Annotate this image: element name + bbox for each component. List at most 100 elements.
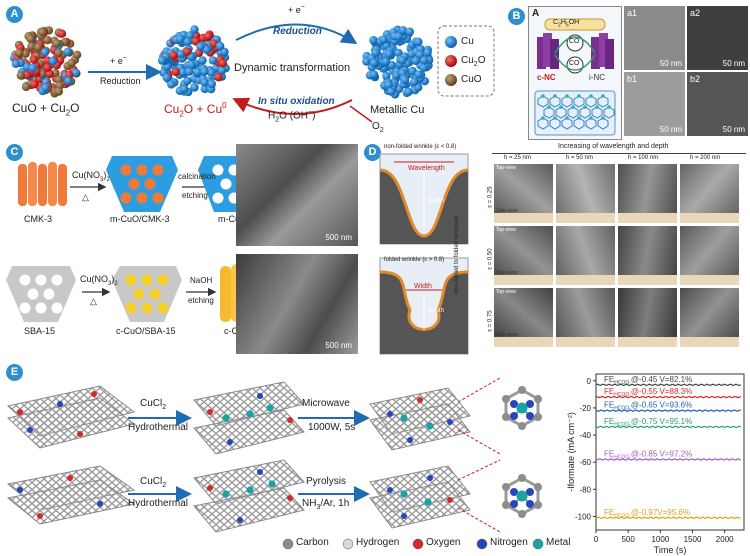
tile-label: b2 xyxy=(690,74,701,84)
grid-row-label: ε = 0.50 xyxy=(487,248,494,270)
grid-row-label: ε = 0.75 xyxy=(487,310,494,332)
x-tick-label: 500 xyxy=(621,535,635,544)
panel-c-label: C xyxy=(6,144,23,161)
panel-b-label: B xyxy=(508,8,525,25)
top-step2b-e: 1000W, 5s xyxy=(308,422,356,433)
cu2o-cu-particle xyxy=(157,25,230,97)
top-step2a-e: Microwave xyxy=(302,398,350,409)
m-cuo-cmk3-label: m-CuO/CMK-3 xyxy=(110,214,170,224)
grid-column-header: h = 200 nm xyxy=(690,155,721,161)
x-tick-label: 1500 xyxy=(684,535,702,544)
dynamic-label: Dynamic transformation xyxy=(234,62,351,74)
panel-e-graphic xyxy=(6,377,544,550)
series-label: FEHCOO-@-0.55 V=88.3% xyxy=(604,387,692,398)
panel-a: A Cu Cu2O CuO CuO + Cu2O + e− Reduction … xyxy=(0,0,500,140)
scale-bar: 50 nm xyxy=(722,59,745,68)
sba15-label: SBA-15 xyxy=(24,326,56,336)
co-bottom: CO xyxy=(569,60,580,67)
panel-c: C CMK-3 Cu(NO3)2 △ m-CuO/CMK-3 calcinati… xyxy=(0,140,360,360)
top-reagent-e: CuCl2 xyxy=(140,398,167,411)
bottom-reagent: Cu(NO3)2 xyxy=(80,274,118,287)
series-label: FEHCOO-@-0.65 V=93.6% xyxy=(604,401,692,412)
wrinkle-sem-cell xyxy=(618,164,677,223)
tem-a1: a1 50 nm xyxy=(624,6,685,70)
wrinkle-sem-cell xyxy=(556,288,615,347)
graphene-sheet xyxy=(193,487,305,533)
depth-label: Depth xyxy=(428,198,445,204)
cuo-cu2o-caption: CuO + Cu2O xyxy=(12,101,80,118)
scale-bar: 500 nm xyxy=(325,233,352,242)
top-view-label: Top-view xyxy=(496,289,516,295)
i-nc-label: i-NC xyxy=(589,73,605,82)
panel-a-label: A xyxy=(6,6,23,23)
reduction-charge: + e− xyxy=(110,55,127,66)
grid-column-header: h = 25 nm xyxy=(504,155,531,161)
series-label: FEHCOO-@-0.85 V=97.2% xyxy=(604,449,692,460)
side-view-label: Side-view xyxy=(496,270,518,276)
m-cuo-label: m-CuO xyxy=(218,214,247,224)
cuo-cu2o-particle xyxy=(10,26,82,98)
legend-cu: Cu xyxy=(461,36,474,47)
atomic-zoom-top xyxy=(502,386,542,430)
grid-column-header: h = 100 nm xyxy=(628,155,659,161)
cmk3-rods xyxy=(18,162,67,206)
series-line xyxy=(595,383,742,387)
reduction-arc xyxy=(235,23,358,45)
y-tick-label: -100 xyxy=(575,512,592,521)
legend-cuo: CuO xyxy=(461,74,482,85)
cmk3-label: CMK-3 xyxy=(24,214,53,224)
bottom-reagent-e: CuCl2 xyxy=(140,476,167,489)
series-label: FEHCOO-@-0.75 V=95.1% xyxy=(604,417,692,428)
series-line xyxy=(595,458,742,461)
scale-bar: 500 nm xyxy=(325,341,352,350)
atom-legend xyxy=(282,538,544,550)
sba15-shape xyxy=(6,266,76,322)
mechanism-graphic xyxy=(534,18,616,136)
panel-e-label: E xyxy=(6,364,23,381)
wavelength-label: Wavelength xyxy=(408,165,445,172)
panel-b: B A C2H5OH CO CO c-NC i-NC a1 50 nm a2 5… xyxy=(504,0,750,140)
metallic-label: Metallic Cu xyxy=(370,104,425,116)
o2-label: O2 xyxy=(372,121,384,134)
wrinkle-sem-cell xyxy=(680,226,739,285)
bottom-heat: △ xyxy=(90,296,97,306)
scale-bar: 50 nm xyxy=(722,125,745,134)
graphene-sheet xyxy=(6,479,136,525)
legend-nitrogen: Nitrogen xyxy=(490,537,528,548)
depth-label-2: Depth xyxy=(428,308,445,314)
graphene-sheet xyxy=(193,381,305,427)
reduction-label: Reduction xyxy=(100,76,141,86)
y-tick-label: -80 xyxy=(579,485,591,494)
bottom-step2b-e: NH3/Ar, 1h xyxy=(302,498,350,511)
scale-bar: 50 nm xyxy=(659,59,682,68)
wrinkle-sem-cell xyxy=(556,164,615,223)
water-label: H2O (OH−) xyxy=(268,109,316,124)
arc-top-charge: + e− xyxy=(288,4,305,15)
wrinkle-sem-cell xyxy=(618,288,677,347)
grid-column-header: h = 50 nm xyxy=(566,155,593,161)
wrinkle-sem-cell xyxy=(556,226,615,285)
side-view-label: Side-view xyxy=(496,208,518,214)
series-line xyxy=(595,516,741,520)
graphene-sheet xyxy=(369,481,471,529)
series-label: FEHCOO-@-0.45 V=82.1% xyxy=(604,375,692,386)
scale-bar: 50 nm xyxy=(659,125,682,134)
panel-d: D non-folded wrinkle (ε < 0.8) Wavelengt… xyxy=(362,140,750,358)
y-tick-label: -60 xyxy=(579,458,591,467)
o2-arrow xyxy=(349,105,373,123)
panel-e: E CuCl2 Hy xyxy=(0,360,750,556)
legend-hydrogen: Hydrogen xyxy=(356,537,400,548)
legend-box xyxy=(437,25,495,97)
bottom-step-a: NaOH xyxy=(190,276,213,285)
x-tick-label: 2000 xyxy=(716,535,734,544)
arc-bottom-label: In situ oxidation xyxy=(258,96,335,107)
grid-row-label: ε = 0.25 xyxy=(487,186,494,208)
series-label: FEHCOO-@-0.97V=95.6% xyxy=(604,508,690,519)
top-heat: △ xyxy=(82,192,89,202)
top-step1-e: Hydrothermal xyxy=(128,422,189,433)
y-tick-label: -40 xyxy=(579,431,591,440)
x-axis-label: Time (s) xyxy=(654,545,687,555)
tile-label: a1 xyxy=(627,8,638,18)
x-tick-label: 0 xyxy=(594,535,599,544)
